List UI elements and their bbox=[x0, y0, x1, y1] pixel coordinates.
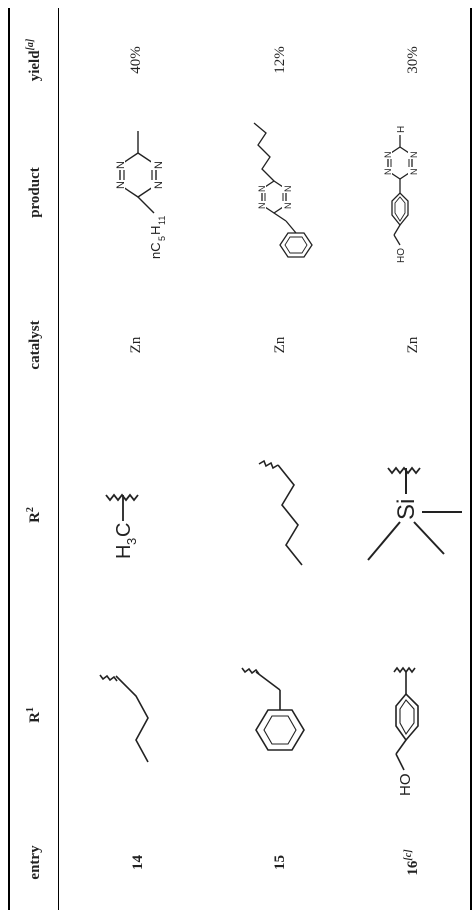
h-atom: H bbox=[396, 126, 407, 133]
row-14-yield: 40% bbox=[128, 10, 145, 110]
row-15-yield-value: 12% bbox=[272, 46, 288, 74]
n-atom: N bbox=[115, 181, 127, 189]
n-atom: N bbox=[409, 169, 419, 176]
n-atom: N bbox=[283, 186, 293, 193]
row-15-entry-number: 15 bbox=[272, 855, 288, 870]
row-16-yield-value: 30% bbox=[405, 46, 421, 74]
row-16-catalyst: Zn bbox=[405, 275, 422, 415]
n-atom: N bbox=[283, 203, 293, 210]
table-bottom-rule bbox=[470, 8, 472, 910]
row-14-product-structure: nC 5 H 11 N N N N bbox=[113, 131, 167, 259]
nc5h11-11: 11 bbox=[157, 216, 167, 225]
row-15-r1-benzyl-structure bbox=[241, 667, 305, 751]
ho-group: HO bbox=[396, 248, 407, 263]
header-r1: R1 bbox=[18, 615, 52, 815]
row-15-r2-pentyl-structure bbox=[258, 459, 303, 566]
header-catalyst: catalyst bbox=[18, 275, 52, 415]
row-14-r2-methyl-structure: H 3 C bbox=[105, 493, 139, 559]
row-14-catalyst-label: Zn bbox=[128, 336, 144, 354]
n-atom: N bbox=[257, 186, 267, 193]
header-r1-superscript: 1 bbox=[25, 707, 36, 713]
table-header-rule bbox=[58, 8, 59, 910]
row-16-product-structure: HO N N N N H bbox=[382, 126, 419, 263]
n-atom: N bbox=[257, 203, 267, 210]
row-14-entry-number: 14 bbox=[130, 855, 146, 870]
header-yield-label: yield bbox=[27, 50, 43, 82]
row-15-yield: 12% bbox=[272, 10, 289, 110]
ho-group: HO bbox=[397, 774, 414, 797]
header-catalyst-label: catalyst bbox=[27, 320, 43, 370]
nc5h11-prefix: nC bbox=[148, 242, 163, 259]
n-atom: N bbox=[409, 152, 419, 159]
n-atom: N bbox=[115, 161, 127, 169]
n-atom: N bbox=[153, 181, 165, 189]
row-14-entry: 14 bbox=[130, 815, 147, 910]
n-atom: N bbox=[153, 161, 165, 169]
row-16-r2-trimethylsilyl-structure: Si bbox=[367, 466, 462, 561]
header-yield-superscript: [a] bbox=[25, 38, 36, 51]
header-r2-superscript: 2 bbox=[25, 507, 36, 513]
header-yield: yield[a] bbox=[18, 10, 52, 110]
row-15-catalyst: Zn bbox=[272, 275, 289, 415]
row-16-yield: 30% bbox=[405, 10, 422, 110]
row-14-r1-butyl-structure bbox=[99, 674, 149, 763]
row-16-entry-superscript: [c] bbox=[403, 849, 414, 861]
header-entry: entry bbox=[18, 815, 52, 910]
row-15-catalyst-label: Zn bbox=[272, 336, 288, 354]
nc5h11-5: 5 bbox=[157, 236, 167, 241]
n-atom: N bbox=[383, 152, 393, 159]
row-15-product-structure: N N N N bbox=[253, 122, 313, 258]
silicon-atom: Si bbox=[393, 499, 420, 520]
row-16-entry-number: 16 bbox=[405, 860, 421, 876]
h3c-c: C bbox=[113, 523, 135, 537]
h3c-3: 3 bbox=[124, 538, 139, 545]
header-product-label: product bbox=[27, 167, 43, 218]
header-r2: R2 bbox=[18, 415, 52, 615]
row-14-catalyst: Zn bbox=[128, 275, 145, 415]
table-top-rule bbox=[8, 8, 10, 910]
row-14-yield-value: 40% bbox=[128, 46, 144, 74]
header-product: product bbox=[18, 110, 52, 275]
header-entry-label: entry bbox=[27, 845, 43, 880]
row-16-entry: 16[c] bbox=[403, 815, 422, 910]
header-r2-label: R bbox=[27, 512, 43, 523]
nc5h11-h: H bbox=[148, 226, 163, 235]
h3c-h: H bbox=[113, 545, 135, 559]
row-16-catalyst-label: Zn bbox=[405, 336, 421, 354]
row-16-r1-hydroxymethylphenyl-structure: HO bbox=[393, 666, 419, 797]
header-r1-label: R bbox=[27, 712, 43, 723]
row-15-entry: 15 bbox=[272, 815, 289, 910]
n-atom: N bbox=[383, 169, 393, 176]
